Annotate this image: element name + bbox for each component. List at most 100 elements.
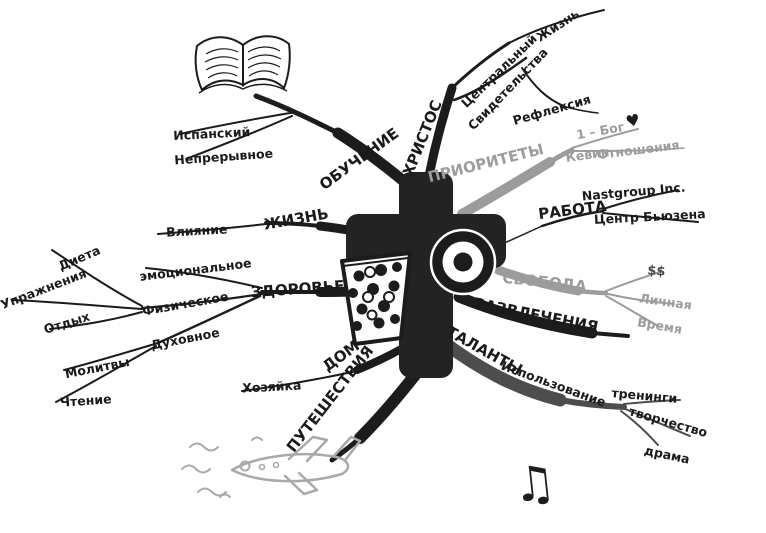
branch-buzan-line [602, 212, 699, 223]
branch-company-line [602, 189, 679, 210]
airplane-tail [332, 435, 362, 461]
branch-creativity-line [624, 408, 691, 437]
target-bullseye [453, 252, 473, 272]
branch-priorities-trunk [457, 157, 555, 219]
ball-open [362, 291, 374, 303]
ball [375, 264, 387, 276]
basket-rim [342, 257, 409, 267]
label-kevin: Кевин [565, 144, 611, 165]
branch-life-top-line [508, 9, 605, 44]
book-line [247, 62, 281, 69]
label-spanish: Испанский [173, 124, 251, 143]
branch-reading-line [55, 345, 157, 403]
label-relationships: Отношения [597, 137, 680, 162]
branch-work-trunk [540, 209, 605, 228]
speed-squiggle [181, 464, 211, 474]
branch-freedom-trunk [493, 265, 583, 296]
label-health: ЗДОРОВЬЕ [250, 277, 345, 301]
label-rest: Отдых [42, 309, 92, 337]
ball [373, 317, 385, 329]
book-cover-line [198, 83, 288, 94]
branch-god-line [571, 128, 639, 149]
book-right-page [242, 35, 291, 90]
basket-balls [348, 262, 402, 331]
label-physical: Физическое [141, 289, 229, 319]
ball [388, 280, 400, 292]
branch-talents [439, 337, 691, 446]
branch-spanish-line [179, 111, 297, 135]
label-learning: ОБУЧЕНИЕ [316, 124, 402, 194]
branch-trainings-line [623, 399, 681, 405]
branch-christ [424, 9, 605, 181]
airplane-top-wing [287, 435, 329, 463]
book-left-page [194, 36, 244, 92]
ball [352, 321, 362, 331]
book-line [205, 48, 239, 55]
airplane-fuselage [230, 452, 350, 483]
book-line [207, 72, 238, 79]
branch-priorities-tip [547, 147, 575, 165]
label-trainings: тренинги [611, 385, 678, 406]
book-line [205, 64, 239, 71]
label-entertainment: РАЗВЛЕЧЕНИЯ [472, 294, 600, 336]
label-freedom: СВОБОДА [502, 269, 588, 296]
book-line [247, 46, 281, 53]
book-line [248, 70, 279, 77]
branch-freedom-tip [575, 288, 609, 296]
branch-talents-trunk [439, 337, 567, 407]
label-creativity: творчество [627, 403, 709, 440]
ball [392, 262, 402, 272]
branch-relationships-tip [657, 147, 685, 151]
label-exercise: Упражнения [0, 266, 88, 312]
ball-open [366, 309, 378, 321]
ball-open [364, 266, 376, 278]
branch-personal-line [607, 293, 675, 305]
branch-central-line [450, 41, 511, 90]
branch-continuous-line [185, 115, 293, 160]
branch-time-line [605, 295, 661, 328]
branch-christ-trunk [424, 83, 457, 181]
branch-rest-line [49, 311, 143, 330]
label-drama: драма [643, 442, 691, 466]
ball [353, 270, 365, 282]
label-reading: Чтение [59, 391, 112, 410]
branch-influence-line [157, 223, 267, 235]
branch-entertainment-tip [590, 331, 630, 338]
branch-exercise-line [11, 299, 143, 310]
label-hostess: Хозяйка [242, 377, 302, 395]
branch-drama-line [620, 410, 659, 446]
label-money: $$ [647, 263, 666, 280]
speed-squiggles [181, 436, 263, 498]
branch-diet-line [51, 249, 143, 307]
branch-money-line [605, 271, 661, 292]
label-life-top: Жизнь [533, 6, 581, 45]
music-notes-icon: ♫ [510, 454, 559, 514]
branch-physical-line [140, 292, 264, 310]
label-continuous: Непрерывное [174, 146, 274, 168]
branch-freedom [493, 265, 675, 328]
book-text-lines [204, 46, 282, 79]
speed-squiggle [219, 493, 231, 498]
label-time: Время [636, 314, 683, 337]
label-buzan-center: Центр Бьюзена [594, 206, 706, 227]
branch-spiritual-line [156, 294, 262, 345]
heart-icon: ♥ [624, 110, 642, 132]
branch-travel-trunk [354, 364, 425, 444]
airplane-cockpit [239, 460, 251, 472]
branch-testimonies-line [452, 56, 528, 102]
branch-hostess-line [241, 370, 358, 392]
branch-prayers-line [63, 342, 159, 371]
open-book-icon [194, 35, 291, 94]
branch-life-tip [264, 221, 322, 228]
ball [356, 303, 368, 315]
label-prayers: Молитвы [64, 354, 131, 381]
branch-reflection-line [521, 67, 567, 108]
speed-squiggle [251, 436, 263, 441]
label-influence: Влияние [166, 221, 228, 239]
airplane-window [272, 461, 280, 469]
branch-learning-tip [253, 93, 343, 137]
branch-priorities [457, 128, 685, 219]
branch-talents-tip [557, 397, 627, 410]
branch-entertainment [453, 291, 630, 339]
